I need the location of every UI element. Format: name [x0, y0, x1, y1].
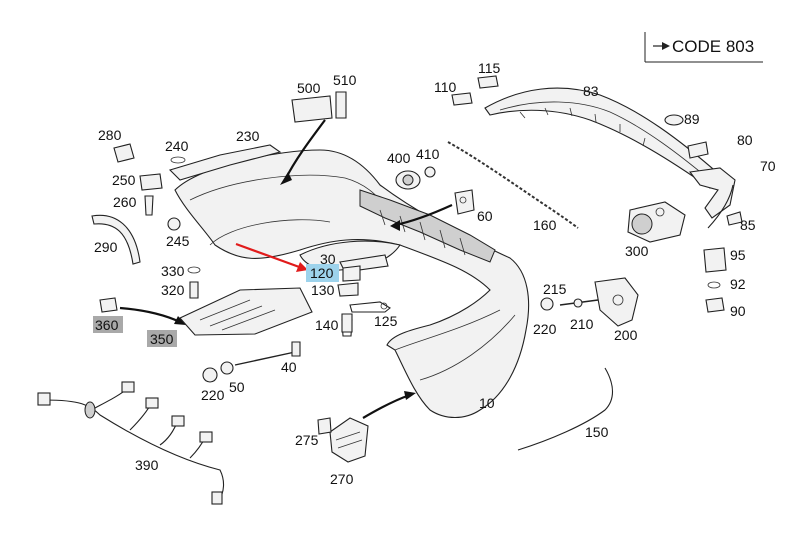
code-label: CODE 803 [672, 37, 754, 56]
trim-strip-160 [447, 141, 579, 229]
code-box: CODE 803 [644, 32, 763, 63]
studs-40-50 [202, 341, 301, 383]
label-410[interactable]: 410 [416, 146, 440, 162]
label-50[interactable]: 50 [229, 379, 245, 395]
label-95[interactable]: 95 [730, 247, 746, 263]
label-80[interactable]: 80 [737, 132, 753, 148]
label-245[interactable]: 245 [166, 233, 190, 249]
bolts-320-330 [187, 266, 201, 299]
side-bracket-70 [664, 114, 743, 229]
bumper-support-83 [484, 87, 721, 189]
label-290[interactable]: 290 [94, 239, 118, 255]
label-83[interactable]: 83 [583, 83, 599, 99]
label-160[interactable]: 160 [533, 217, 557, 233]
label-125[interactable]: 125 [374, 313, 398, 329]
label-300[interactable]: 300 [625, 243, 649, 259]
label-320[interactable]: 320 [161, 282, 185, 298]
red-highlight-arrow [235, 242, 308, 272]
wiring-harness-390 [37, 381, 225, 505]
label-210[interactable]: 210 [570, 316, 594, 332]
label-89[interactable]: 89 [684, 111, 700, 127]
label-92[interactable]: 92 [730, 276, 746, 292]
wheel-arch-trim-290 [91, 214, 141, 265]
clip-360 [99, 297, 118, 313]
label-350[interactable]: 350 [150, 331, 174, 347]
bracket-200 [540, 277, 639, 327]
highlight-120 [306, 264, 339, 282]
clips-90-95 [703, 247, 727, 313]
label-110[interactable]: 110 [434, 79, 457, 95]
label-200[interactable]: 200 [614, 327, 638, 343]
tray-350 [179, 287, 313, 336]
label-250[interactable]: 250 [112, 172, 136, 188]
bolt-140 [341, 313, 353, 333]
label-240[interactable]: 240 [165, 138, 189, 154]
label-60[interactable]: 60 [477, 208, 493, 224]
label-260[interactable]: 260 [113, 194, 137, 210]
label-220-right[interactable]: 220 [533, 321, 557, 337]
clips-110-115 [451, 75, 499, 106]
code-arrowhead-icon [662, 42, 670, 50]
left-clips [113, 143, 282, 231]
label-400[interactable]: 400 [387, 150, 411, 166]
label-215[interactable]: 215 [543, 281, 567, 297]
label-330[interactable]: 330 [161, 263, 185, 279]
label-275[interactable]: 275 [295, 432, 319, 448]
label-150[interactable]: 150 [585, 424, 609, 440]
pointer-arrows [119, 119, 453, 419]
trim-strip-150 [517, 367, 614, 451]
label-120[interactable]: 120 [310, 265, 334, 281]
label-500[interactable]: 500 [297, 80, 321, 96]
highlight-350 [147, 330, 177, 347]
label-85[interactable]: 85 [740, 217, 756, 233]
label-30[interactable]: 30 [320, 251, 336, 267]
label-510[interactable]: 510 [333, 72, 357, 88]
part-labels: 10 30 40 50 60 70 80 83 85 89 90 92 95 1… [94, 60, 776, 487]
label-280[interactable]: 280 [98, 127, 122, 143]
label-90[interactable]: 90 [730, 303, 746, 319]
highlight-360 [93, 316, 123, 333]
cover-500 [291, 91, 347, 123]
bracket-270 [317, 417, 369, 463]
label-220-left[interactable]: 220 [201, 387, 225, 403]
label-70[interactable]: 70 [760, 158, 776, 174]
label-40[interactable]: 40 [281, 359, 297, 375]
label-230[interactable]: 230 [236, 128, 260, 144]
sensor-400 [395, 166, 436, 190]
label-130[interactable]: 130 [311, 282, 335, 298]
label-115[interactable]: 115 [478, 60, 501, 76]
label-360[interactable]: 360 [95, 317, 119, 333]
label-10[interactable]: 10 [479, 395, 495, 411]
label-390[interactable]: 390 [135, 457, 159, 473]
sensor-300 [627, 201, 686, 243]
label-270[interactable]: 270 [330, 471, 354, 487]
label-140[interactable]: 140 [315, 317, 339, 333]
